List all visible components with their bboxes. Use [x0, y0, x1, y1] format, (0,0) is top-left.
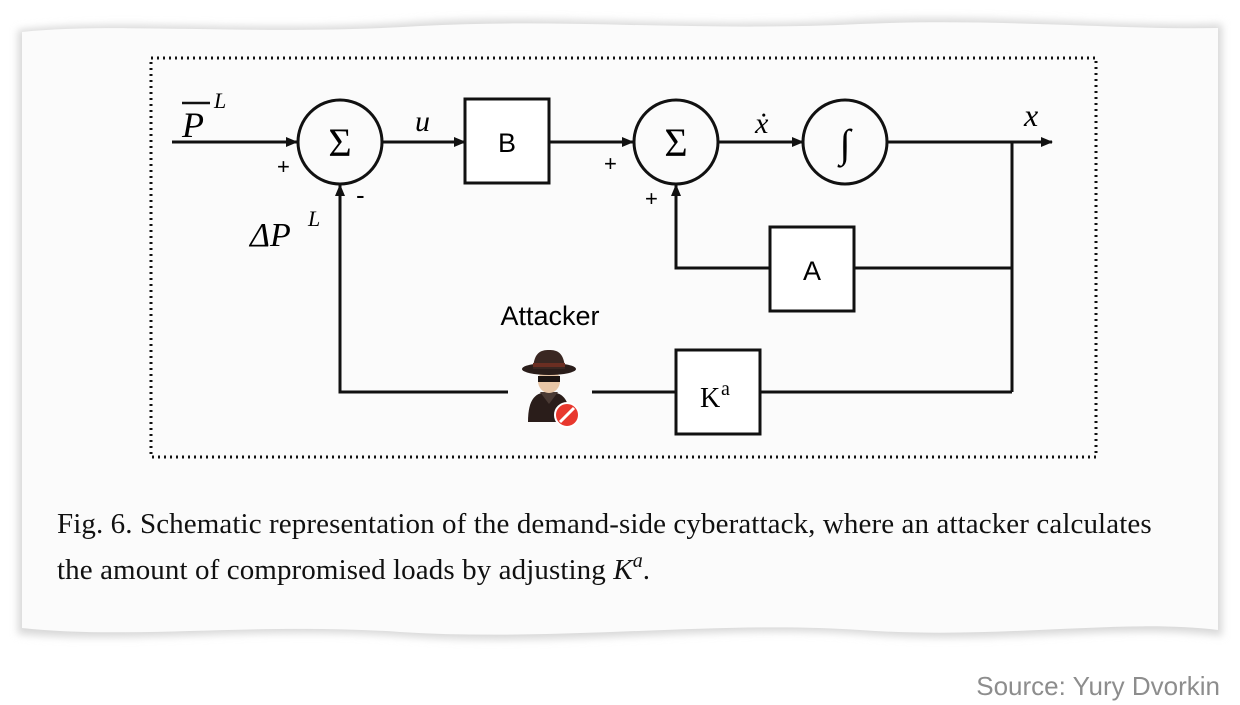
block-k-label: K	[700, 383, 720, 414]
a-feedback-line-left	[671, 184, 770, 270]
caption-symbol: K	[613, 554, 633, 586]
integrator-symbol: ∫	[837, 121, 854, 168]
block-a-label: A	[803, 256, 821, 286]
attacker-to-sum1-line	[335, 184, 508, 394]
sum2-plus-left: +	[604, 151, 617, 176]
block-k	[674, 348, 762, 436]
caption-end: .	[642, 554, 651, 586]
caption-text: Fig. 6. Schematic representation of the …	[57, 508, 1152, 586]
feedback-label: ΔP	[248, 217, 291, 254]
caption-symbol-sup: a	[632, 550, 643, 572]
sum1-plus-sign: +	[277, 154, 290, 179]
sum1-minus-sign: -	[356, 180, 365, 210]
figure-caption: Fig. 6. Schematic representation of the …	[57, 506, 1177, 589]
dotted-frame	[149, 56, 1098, 459]
output-label: x	[1023, 97, 1038, 133]
signal-u-label: u	[415, 105, 430, 138]
summing-junction-2-symbol: Σ	[664, 120, 687, 165]
signal-xdot-label: ẋ	[754, 107, 769, 140]
feedback-label-sup: L	[307, 206, 320, 231]
block-k-sup: a	[721, 378, 730, 400]
input-label-sup: L	[213, 88, 226, 113]
input-label: P	[181, 105, 204, 145]
sum2-plus-bottom: +	[645, 186, 658, 211]
source-credit: Source: Yury Dvorkin	[976, 671, 1220, 701]
block-b-label: B	[498, 128, 516, 158]
attacker-icon	[522, 350, 580, 428]
attacker-label: Attacker	[500, 301, 599, 331]
summing-junction-1-symbol: Σ	[328, 120, 351, 165]
